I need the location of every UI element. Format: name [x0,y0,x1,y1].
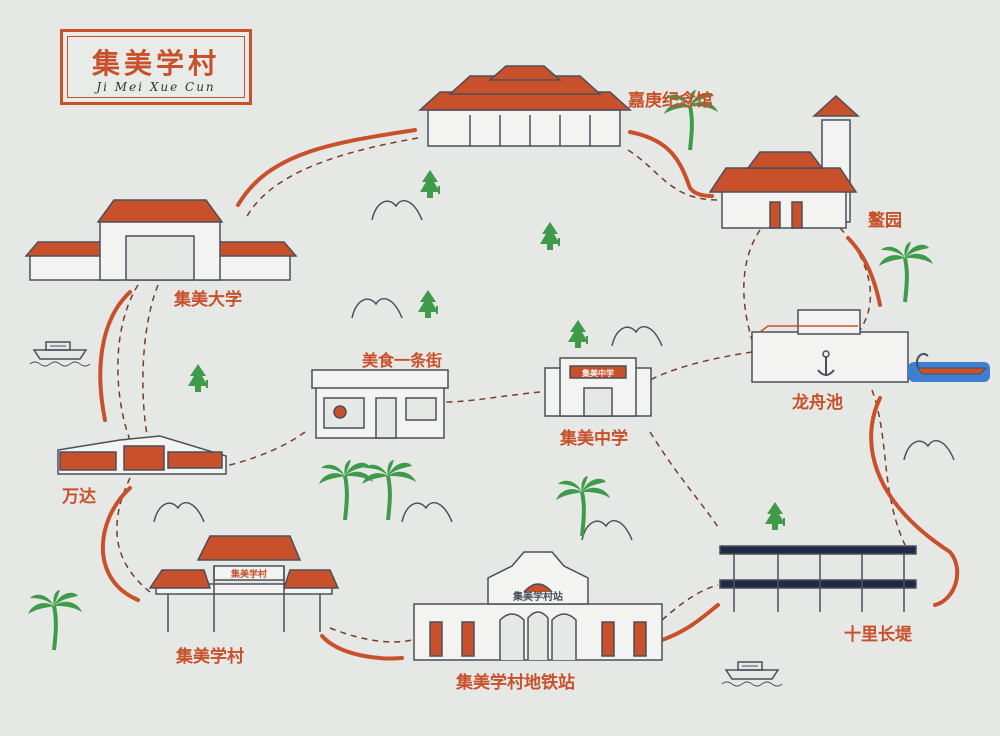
place-label-metro-station[interactable]: 集美学村地铁站 [456,673,575,693]
place-label-food-street[interactable]: 美食一条街 [362,351,443,370]
ferry-boat-icon [29,341,91,367]
dragon-boat-icon [908,352,990,382]
wanda-building [57,435,227,475]
place-label-jimei-university[interactable]: 集美大学 [174,290,242,310]
school-gate-sign: 集美中学 [581,368,614,378]
ferry-boat-icon [721,661,783,687]
title-inner-frame [67,36,245,98]
place-label-jiageng-memorial[interactable]: 嘉庚纪念馆 [628,91,713,111]
place-label-ten-li-embankment[interactable]: 十里长堤 [844,625,912,645]
metro-station-building [413,551,663,661]
place-label-aoyuan[interactable]: 鳌园 [868,211,902,231]
dragon-boat-pool-building [751,309,909,383]
place-label-jimei-village[interactable]: 集美学村 [176,647,244,667]
solid-routes [98,128,960,661]
map-title: 集美学村 [91,47,220,80]
jimei-university-gate [24,199,298,281]
village-gate-sign: 集美学村 [230,568,267,580]
station-facade-sign: 集美学村站 [512,590,563,603]
jiageng-memorial-building [418,65,632,147]
map-subtitle-pinyin: Ji Mei Xue Cun [96,80,216,94]
jimei-village-gate [148,535,340,632]
place-label-dragon-boat-pool[interactable]: 龙舟池 [792,393,843,413]
embankment-bridge [719,545,917,612]
place-label-wanda[interactable]: 万达 [62,487,96,507]
place-label-jimei-middle-school[interactable]: 集美中学 [560,429,628,449]
jimei-middle-school-building [544,357,652,417]
food-street-building [311,369,449,439]
aoyuan-building [708,94,860,229]
tree-icon [187,169,786,531]
map-title-box: 集美学村 Ji Mei Xue Cun [60,29,252,105]
